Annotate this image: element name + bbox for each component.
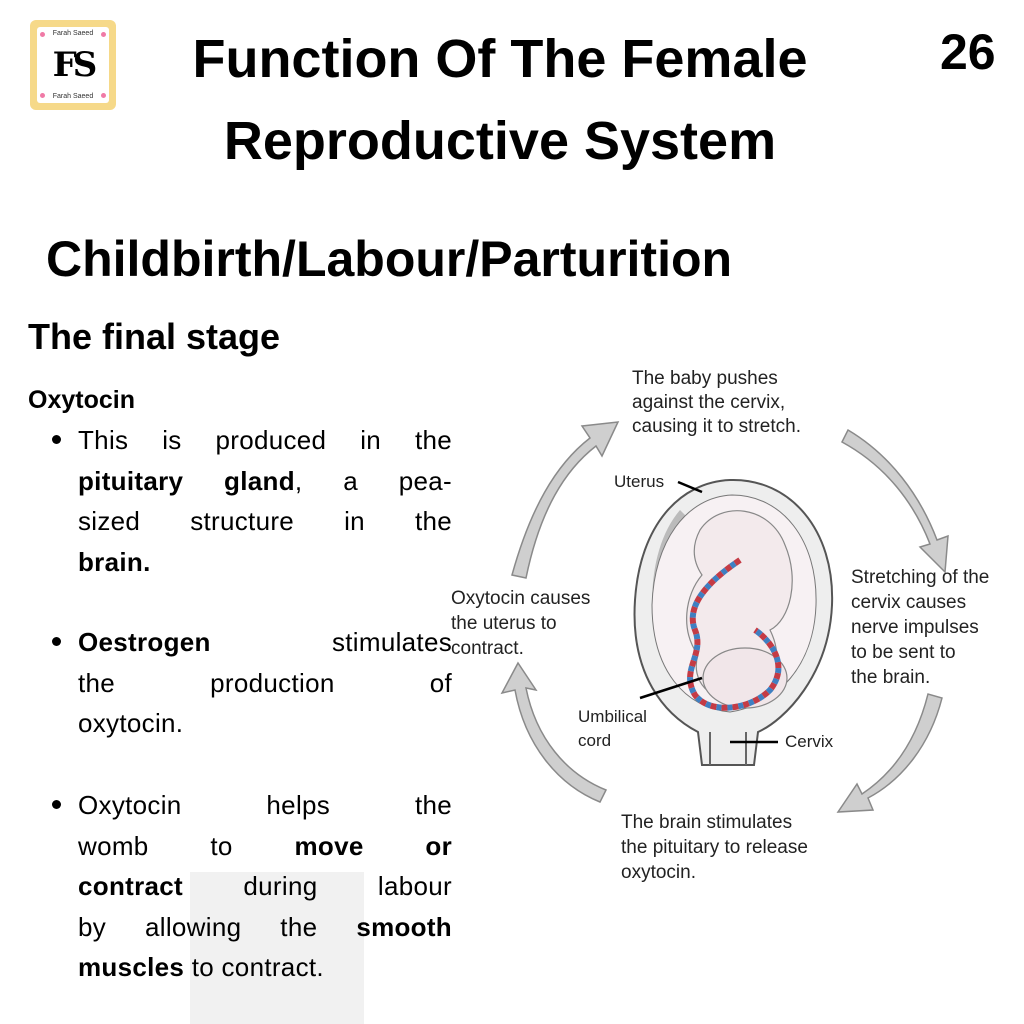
step-left-text: Oxytocin causes the uterus to contract. xyxy=(451,588,596,659)
text: oxytocin. xyxy=(78,708,184,738)
arrow-icon xyxy=(511,421,620,579)
label-umbilical-cord: Umbilical cord xyxy=(578,707,652,750)
bullet-item: Oestrogen stimulates the production of o… xyxy=(48,622,452,744)
label-cervix: Cervix xyxy=(785,732,834,751)
text: by allowing the xyxy=(78,911,357,942)
bullet-item: Oxytocin helps the womb to move or contr… xyxy=(48,785,452,988)
section-title: Childbirth/Labour/Parturition xyxy=(46,231,733,287)
labour-cycle-diagram: The baby pushes against the cervix, caus… xyxy=(451,368,995,883)
arrow-icon xyxy=(836,693,943,813)
text: This is produced in the xyxy=(78,425,452,455)
arrow-icon xyxy=(500,661,608,803)
page-number: 26 xyxy=(940,24,996,80)
logo-dot xyxy=(40,32,45,37)
text: sized structure in the xyxy=(78,506,452,536)
logo-name-top: Farah Saeed xyxy=(52,30,94,37)
cervix xyxy=(709,732,747,765)
text: during labour xyxy=(182,871,452,901)
label-lines xyxy=(639,480,778,744)
step-top-text: The baby pushes against the cervix, caus… xyxy=(632,368,801,437)
arrow-icon xyxy=(841,428,949,574)
bold-text: smooth xyxy=(356,911,452,942)
bullet-item: This is produced in the pituitary gland,… xyxy=(48,420,452,582)
page-title: Function Of The Female Reproductive Syst… xyxy=(192,29,808,171)
text: the production of xyxy=(78,667,452,698)
step-right-text: Stretching of the cervix causes nerve im… xyxy=(851,567,995,688)
logo-name-bottom: Farah Saeed xyxy=(52,93,94,100)
text: Oxytocin helps the xyxy=(78,790,452,820)
subsection-title: The final stage xyxy=(28,316,281,357)
cycle-arrows xyxy=(500,421,949,813)
umbilical-cord xyxy=(687,557,782,711)
logo-monogram: FS xyxy=(52,45,98,85)
bold-text: pituitary gland xyxy=(78,465,295,496)
logo-card: Farah Saeed FS Farah Saeed xyxy=(37,27,109,103)
bold-text: muscles xyxy=(78,952,185,982)
text: to contract. xyxy=(184,952,324,982)
bold-text: contract xyxy=(78,871,183,901)
logo-dot xyxy=(101,93,106,98)
uterus-illustration xyxy=(633,478,834,766)
bold-text: move or xyxy=(294,830,452,861)
logo-dot xyxy=(101,32,106,37)
text: stimulates xyxy=(210,627,452,657)
bold-text: Oestrogen xyxy=(78,627,211,657)
brand-logo: Farah Saeed FS Farah Saeed xyxy=(30,20,116,110)
text: , a pea- xyxy=(294,465,452,496)
topic-heading: Oxytocin xyxy=(28,386,135,414)
text: womb to xyxy=(78,830,295,861)
label-uterus: Uterus xyxy=(614,472,664,491)
step-bottom-text: The brain stimulates the pituitary to re… xyxy=(621,812,813,883)
logo-dot xyxy=(40,93,45,98)
shaded-box xyxy=(190,872,364,1024)
bold-text: brain. xyxy=(78,546,151,577)
